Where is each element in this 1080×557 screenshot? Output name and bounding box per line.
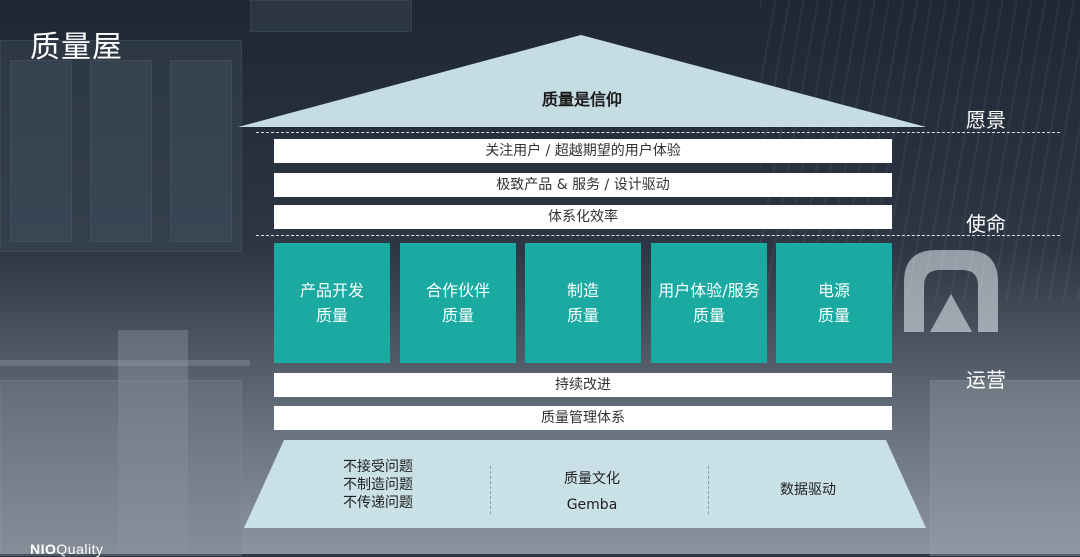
pillar-sublabel: 质量 <box>315 306 348 325</box>
foundation-trapezoid <box>244 440 926 528</box>
mission-bar-1: 关注用户 / 超越期望的用户体验 <box>274 139 892 163</box>
brand-logo-shape <box>904 250 998 332</box>
foundation-item: 数据驱动 <box>780 482 836 498</box>
vision-divider <box>256 132 1060 133</box>
foundation-separator <box>490 466 491 514</box>
foundation-item: Gemba <box>566 497 618 513</box>
foundation-col-problems: 不接受问题 不制造问题 不传递问题 <box>318 458 438 512</box>
pillar-power: 电源 质量 <box>776 243 892 363</box>
pillar-user-experience: 用户体验/服务 质量 <box>651 243 767 363</box>
pillar-label: 电源 <box>817 281 850 300</box>
mission-bar-3: 体系化效率 <box>274 205 892 229</box>
mission-divider <box>256 235 1060 236</box>
pillar-label: 制造 <box>566 281 599 300</box>
foundation-separator <box>708 466 709 514</box>
foundation-item: 不接受问题 <box>343 459 413 475</box>
brand-suffix: Quality <box>56 541 104 557</box>
label-vision: 愿景 <box>966 108 1006 132</box>
brand-name: NIO <box>30 541 57 557</box>
page-title: 质量屋 <box>30 30 123 65</box>
foundation-col-culture: 质量文化 Gemba <box>532 466 652 518</box>
pillar-manufacturing: 制造 质量 <box>525 243 641 363</box>
pillar-sublabel: 质量 <box>566 306 599 325</box>
foundation-item: 不制造问题 <box>343 477 413 493</box>
mission-bar-2: 极致产品 & 服务 / 设计驱动 <box>274 173 892 197</box>
pillar-label: 合作伙伴 <box>425 281 490 300</box>
pillar-product-development: 产品开发 质量 <box>274 243 390 363</box>
pillar-label: 用户体验/服务 <box>658 281 760 300</box>
foundation-item: 质量文化 <box>564 471 620 487</box>
pillar-label: 产品开发 <box>299 281 364 300</box>
ops-bar-continuous-improvement: 持续改进 <box>274 373 892 397</box>
foundation-item: 不传递问题 <box>343 495 413 511</box>
pillar-sublabel: 质量 <box>441 306 474 325</box>
ops-bar-qms: 质量管理体系 <box>274 406 892 430</box>
brand-logo: NIOQuality <box>30 541 103 557</box>
pillar-sublabel: 质量 <box>692 306 725 325</box>
foundation-col-data: 数据驱动 <box>748 481 868 499</box>
label-operations: 运营 <box>966 368 1006 392</box>
pillar-sublabel: 质量 <box>817 306 850 325</box>
roof-text: 质量是信仰 <box>541 90 622 109</box>
quality-pillars: 产品开发 质量 合作伙伴 质量 制造 质量 用户体验/服务 质量 电源 质量 <box>274 243 892 363</box>
roof-triangle <box>238 35 926 127</box>
label-mission: 使命 <box>966 212 1006 236</box>
pillar-partner: 合作伙伴 质量 <box>400 243 516 363</box>
